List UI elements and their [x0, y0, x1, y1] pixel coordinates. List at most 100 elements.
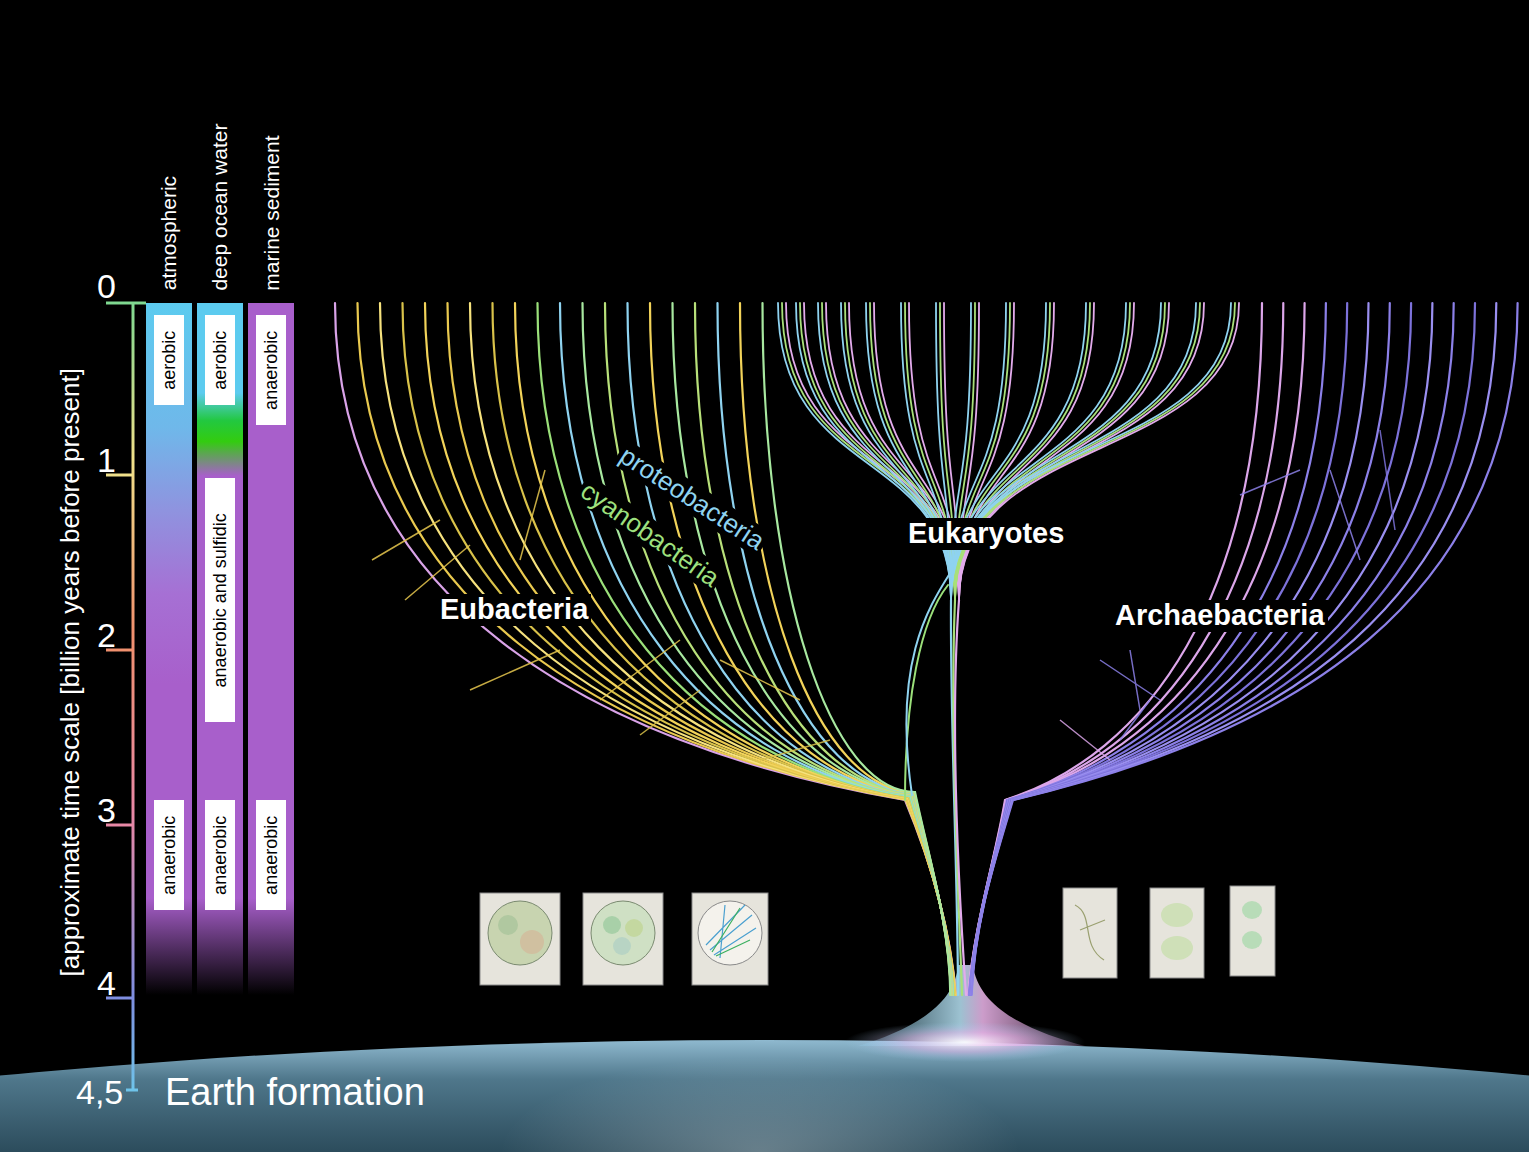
condition-text: anaerobic	[210, 815, 231, 894]
lineage-line	[763, 303, 951, 995]
lineage-line	[951, 303, 1196, 600]
thumbnail-figure	[613, 937, 631, 955]
lineage-line	[870, 303, 955, 600]
thumbnail-figure	[625, 919, 643, 937]
thumbnail-figure	[591, 901, 655, 965]
gene-transfer-group	[372, 430, 1395, 760]
lineage-line	[971, 303, 1454, 995]
thumbnail-figure	[520, 930, 544, 954]
condition-label-box: anaerobic and sulfidic	[205, 478, 235, 722]
condition-label-box: aerobic	[205, 315, 235, 405]
thumbnail-figure	[698, 901, 762, 965]
lineage-line	[583, 303, 953, 995]
lineage-line	[968, 303, 1262, 995]
lineage-line	[515, 303, 954, 995]
time-tick-label: 2	[97, 617, 116, 654]
lineage-line	[971, 303, 1496, 995]
column-heading: marine sediment	[259, 135, 283, 290]
thumbnail-figure	[1075, 905, 1105, 960]
time-tick-label: 0	[97, 268, 116, 305]
gene-transfer-line	[600, 640, 680, 700]
condition-text: anaerobic and sulfidic	[210, 513, 231, 687]
lineage-line	[970, 303, 1369, 995]
gene-transfer-line	[1120, 700, 1150, 740]
lineage-line	[874, 303, 959, 600]
lineage-line	[959, 303, 1169, 600]
gene-transfer-line	[1060, 720, 1110, 760]
lineage-line	[804, 303, 959, 600]
thumbnail-figure	[706, 905, 756, 958]
earth-highlight	[500, 1057, 1020, 1152]
origin-glow	[845, 1022, 1085, 1062]
lineage-line	[538, 303, 954, 995]
thumbnail	[583, 893, 663, 985]
domain-label: Eubacteria	[437, 594, 591, 626]
lineage-line	[959, 303, 1204, 600]
lineage-line	[403, 303, 956, 995]
condition-label-box: anaerobic	[205, 800, 235, 910]
lineage-line	[695, 303, 951, 995]
column-heading: atmospheric	[157, 176, 181, 290]
gene-transfer-line	[720, 660, 800, 700]
gene-transfer-line	[1330, 470, 1360, 560]
lineage-line	[845, 303, 955, 600]
thumbnail-figure	[488, 901, 552, 965]
lineage-line	[906, 570, 952, 795]
gene-transfer-line	[1380, 430, 1395, 530]
lineage-line	[650, 303, 952, 995]
lineage-line	[628, 303, 953, 995]
lineage-line	[335, 303, 956, 995]
thumbnail	[692, 893, 768, 985]
thumbnail-figure	[1242, 901, 1262, 919]
time-tick-label: 3	[97, 792, 116, 829]
thumbnail-figure	[498, 915, 518, 935]
lineage-line	[841, 303, 951, 600]
lineage-line	[955, 600, 966, 995]
condition-column: atmospheric aerobic anaerobic	[146, 60, 192, 995]
lineage-line	[493, 303, 954, 995]
thumbnail	[1230, 886, 1275, 976]
condition-column: marine sediment anaerobic anaerobic	[248, 60, 294, 995]
thumbnail-figure	[603, 916, 621, 934]
thumbnail-figure	[712, 908, 750, 956]
condition-column: deep ocean water aerobic anaerobic and sul…	[197, 60, 243, 995]
condition-text: anaerobic	[261, 330, 282, 409]
condition-label-box: anaerobic	[256, 315, 286, 425]
earth-surface	[0, 1040, 1529, 1152]
thumbnail	[1150, 888, 1204, 978]
gene-transfer-line	[470, 650, 560, 690]
column-heading: deep ocean water	[208, 123, 232, 290]
lineage-line	[740, 303, 951, 995]
thumbnail-figure	[1242, 931, 1262, 949]
lineage-line	[972, 303, 1518, 995]
thumbnail-group	[480, 886, 1275, 985]
lineage-line	[905, 303, 955, 600]
lineage-line	[425, 303, 955, 995]
lineage-line	[959, 303, 1239, 600]
lineage-line	[826, 303, 959, 600]
thumbnail-figure	[1161, 936, 1193, 960]
gene-transfer-line	[1100, 660, 1160, 700]
lineage-line	[380, 303, 955, 995]
lineage-line	[470, 303, 954, 995]
gene-transfer-line	[520, 470, 545, 560]
condition-text: anaerobic	[159, 815, 180, 894]
thumbnail	[480, 893, 560, 985]
condition-label-box: anaerobic	[256, 800, 286, 910]
lineage-line	[818, 303, 951, 600]
lineage-line	[786, 303, 959, 600]
domain-label: Archaebacteria	[1112, 600, 1328, 632]
lineage-group	[335, 303, 1518, 995]
axis-tick	[126, 1089, 138, 1092]
condition-text: aerobic	[159, 330, 180, 389]
gene-transfer-line	[1240, 470, 1300, 495]
time-axis	[132, 303, 135, 1090]
condition-label-box: anaerobic	[154, 800, 184, 910]
condition-label-box: aerobic	[154, 315, 184, 405]
lineage-line	[605, 303, 952, 995]
lineage-line	[866, 303, 951, 600]
event-label: Earth formation	[165, 1072, 425, 1114]
time-tick-label: 1	[97, 442, 116, 479]
domain-label: Eukaryotes	[905, 518, 1067, 550]
